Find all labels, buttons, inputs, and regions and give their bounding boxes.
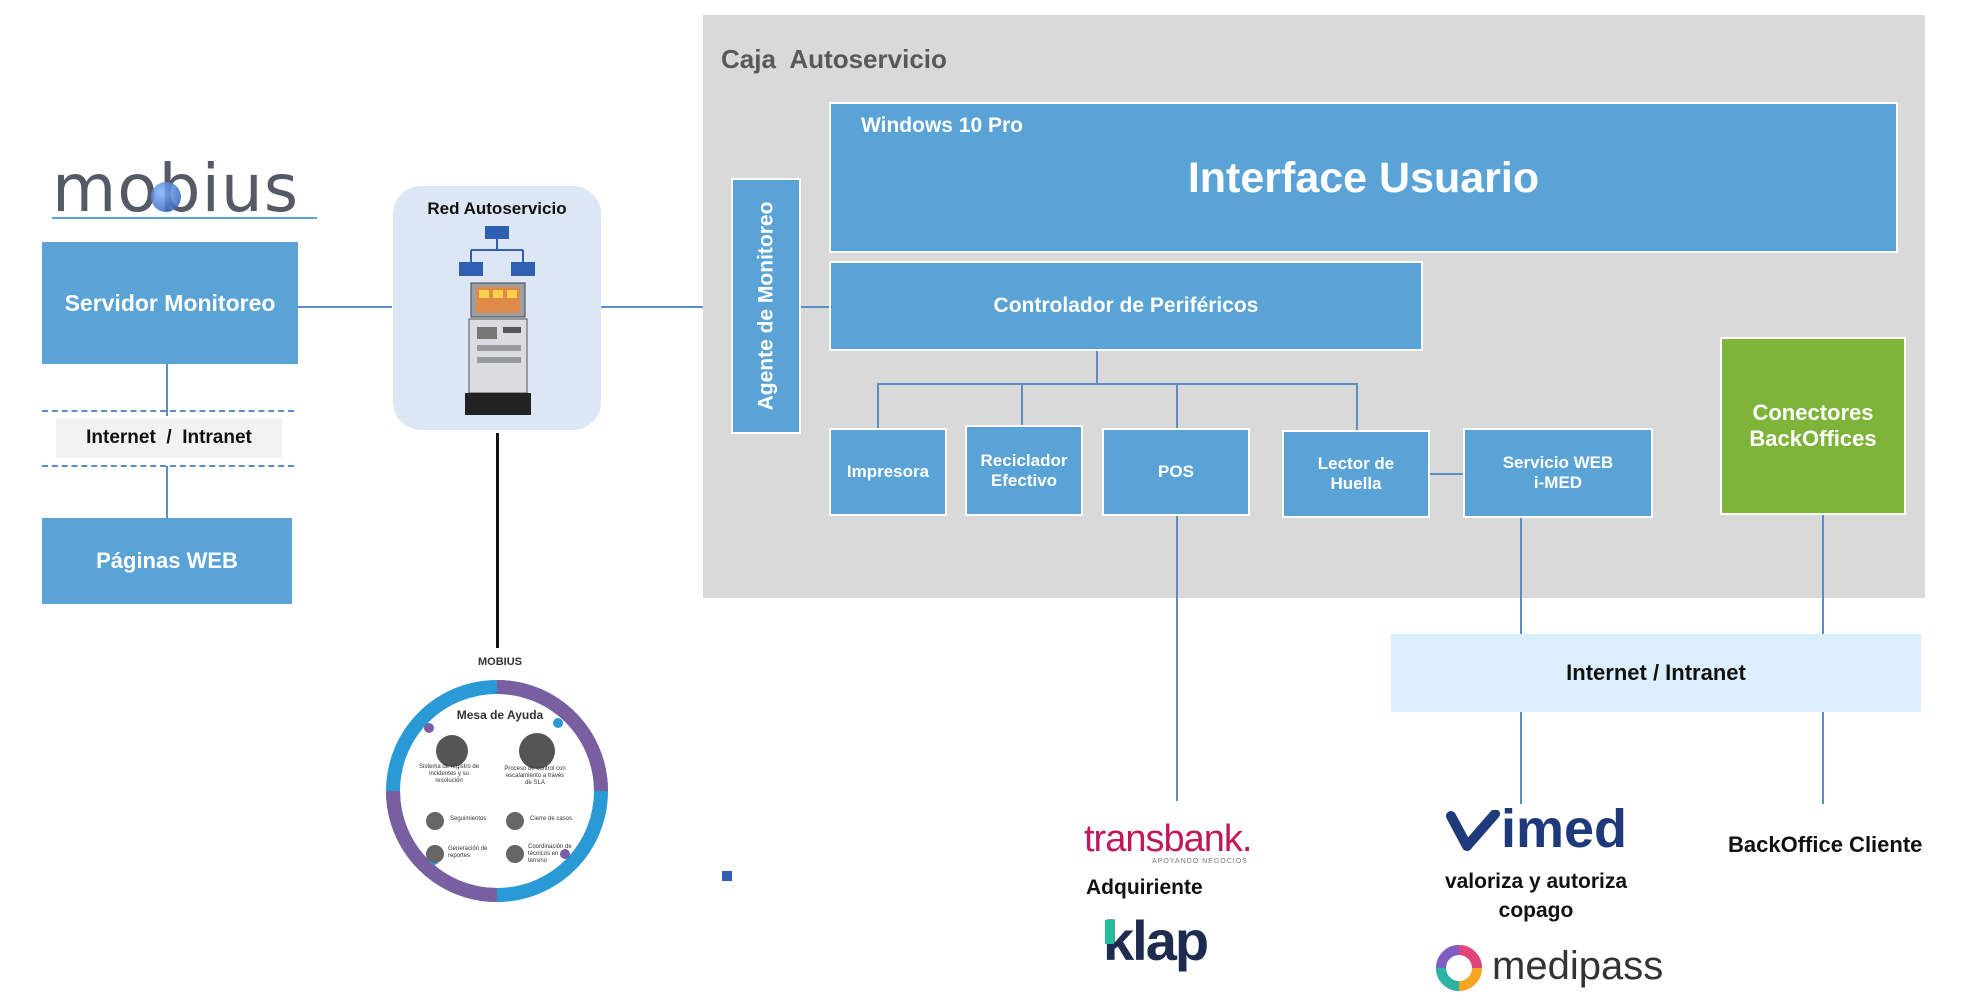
connector-servidor-internet <box>166 364 168 416</box>
klap-k-accent <box>1105 920 1114 944</box>
connector-red-caja <box>601 306 731 308</box>
conectores-label-line2: BackOffices <box>1749 426 1877 451</box>
agente-monitoreo-label: Agente de Monitoreo <box>754 201 777 411</box>
connector-red-mesa <box>496 433 499 648</box>
windows-10-pro-label: Windows 10 Pro <box>861 114 1024 137</box>
mesa-item-cierre: Cierre de casos <box>530 816 573 822</box>
network-icon <box>459 226 535 276</box>
transbank-tagline: APOYANDO NEGOCIOS <box>1152 858 1248 865</box>
mobius-logo: mobius <box>52 150 322 227</box>
conectores-label-line1: Conectores <box>1752 400 1874 425</box>
mesa-ring-icon <box>386 680 608 902</box>
pos-label: POS <box>1158 462 1194 481</box>
lector-label-line1: Lector de <box>1317 454 1395 473</box>
connector-servicio-internet <box>1520 518 1522 634</box>
impresora-box: Impresora <box>829 428 947 516</box>
interface-usuario-box: Windows 10 Pro Interface Usuario <box>829 102 1898 253</box>
connector-lector-servicio <box>1430 473 1463 475</box>
connector-conectores-internet <box>1822 515 1824 634</box>
imed-logo: imed <box>1443 799 1633 862</box>
reciclador-label-line2: Efectivo <box>990 470 1058 490</box>
servicio-web-imed-box: Servicio WEB i-MED <box>1463 428 1653 518</box>
imed-description-line2: copago <box>1498 899 1574 922</box>
medipass-ring-icon <box>1436 945 1482 991</box>
kiosk-icon <box>465 282 531 415</box>
imed-check-icon <box>1446 810 1500 851</box>
paginas-web-box: Páginas WEB <box>42 518 292 604</box>
connector-servidor-red <box>298 306 392 308</box>
mobius-logo-dot-icon <box>151 182 181 212</box>
tree-drop-pos <box>1176 383 1178 428</box>
servidor-monitoreo-box: Servidor Monitoreo <box>42 242 298 364</box>
reciclador-efectivo-box: Reciclador Efectivo <box>965 425 1083 516</box>
caja-autoservicio-label: Caja Autoservicio <box>721 44 947 74</box>
reciclador-label-line1: Reciclador <box>980 450 1068 470</box>
connector-internet-backoffice <box>1822 712 1824 804</box>
klap-logo-text: klap <box>1103 909 1209 972</box>
servidor-monitoreo-label: Servidor Monitoreo <box>64 289 276 316</box>
agente-monitoreo-box: Agente de Monitoreo <box>731 178 801 434</box>
medipass-logo: medipass <box>1434 940 1674 996</box>
controlador-perifericos-label: Controlador de Periféricos <box>993 294 1259 317</box>
transbank-logo-text: transbank. <box>1084 818 1252 860</box>
connector-internet-imed <box>1520 712 1522 804</box>
lector-huella-box: Lector de Huella <box>1282 430 1430 518</box>
small-square-marker <box>722 871 732 881</box>
internet-intranet-right-band: Internet / Intranet <box>1391 634 1921 712</box>
dashed-line-bottom <box>42 465 294 467</box>
mesa-item-coordinacion: Coordinación de técnicos en terreno <box>528 844 572 864</box>
internet-intranet-left-band: Internet / Intranet <box>56 418 282 458</box>
impresora-label: Impresora <box>846 462 930 481</box>
mesa-de-ayuda-graphic: MOBIUS Mesa de Ayuda Sistema de registro… <box>380 648 620 908</box>
mesa-item-registro: Sistema de registro de incidentes y su r… <box>418 764 480 784</box>
tree-bus <box>877 383 1358 385</box>
backoffice-cliente-label: BackOffice Cliente <box>1728 832 1923 857</box>
interface-usuario-label: Interface Usuario <box>1187 154 1540 202</box>
red-autoservicio-label: Red Autoservicio <box>427 199 567 218</box>
conectores-backoffices-box: Conectores BackOffices <box>1720 337 1906 515</box>
tree-drop-reciclador <box>1021 383 1023 425</box>
tree-drop-lector <box>1356 383 1358 430</box>
connector-pos-transbank <box>1176 516 1178 801</box>
pos-box: POS <box>1102 428 1250 516</box>
klap-logo: klap <box>1103 909 1233 974</box>
mesa-item-control: Proceso de control con escalamiento a tr… <box>504 766 566 786</box>
internet-intranet-left-label: Internet / Intranet <box>86 427 252 448</box>
medipass-logo-text: medipass <box>1492 944 1664 988</box>
mesa-item-reportes: Generación de reportes <box>448 846 488 859</box>
servicio-label-line1: Servicio WEB <box>1502 453 1614 472</box>
tree-trunk <box>1096 351 1098 384</box>
imed-logo-text: imed <box>1501 799 1628 859</box>
mobius-logo-underline <box>52 217 317 219</box>
mesa-item-seguimientos: Seguimientos <box>450 816 487 822</box>
mesa-title: Mesa de Ayuda <box>456 708 544 722</box>
mesa-brand-label: MOBIUS <box>478 656 522 668</box>
tree-drop-impresora <box>877 383 879 428</box>
imed-description-line1: valoriza y autoriza <box>1444 870 1628 893</box>
connector-agente-controlador <box>801 306 829 308</box>
paginas-web-label: Páginas WEB <box>96 548 238 573</box>
red-autoservicio-panel: Red Autoservicio <box>393 186 601 430</box>
internet-intranet-right-label: Internet / Intranet <box>1566 660 1746 685</box>
dashed-line-top <box>42 410 294 412</box>
transbank-logo: transbank. APOYANDO NEGOCIOS <box>1084 818 1259 870</box>
adquiriente-label: Adquiriente <box>1086 876 1203 899</box>
controlador-perifericos-box: Controlador de Periféricos <box>829 261 1423 351</box>
connector-internet-paginas <box>166 466 168 518</box>
lector-label-line2: Huella <box>1330 474 1382 493</box>
servicio-label-line2: i-MED <box>1533 473 1583 492</box>
